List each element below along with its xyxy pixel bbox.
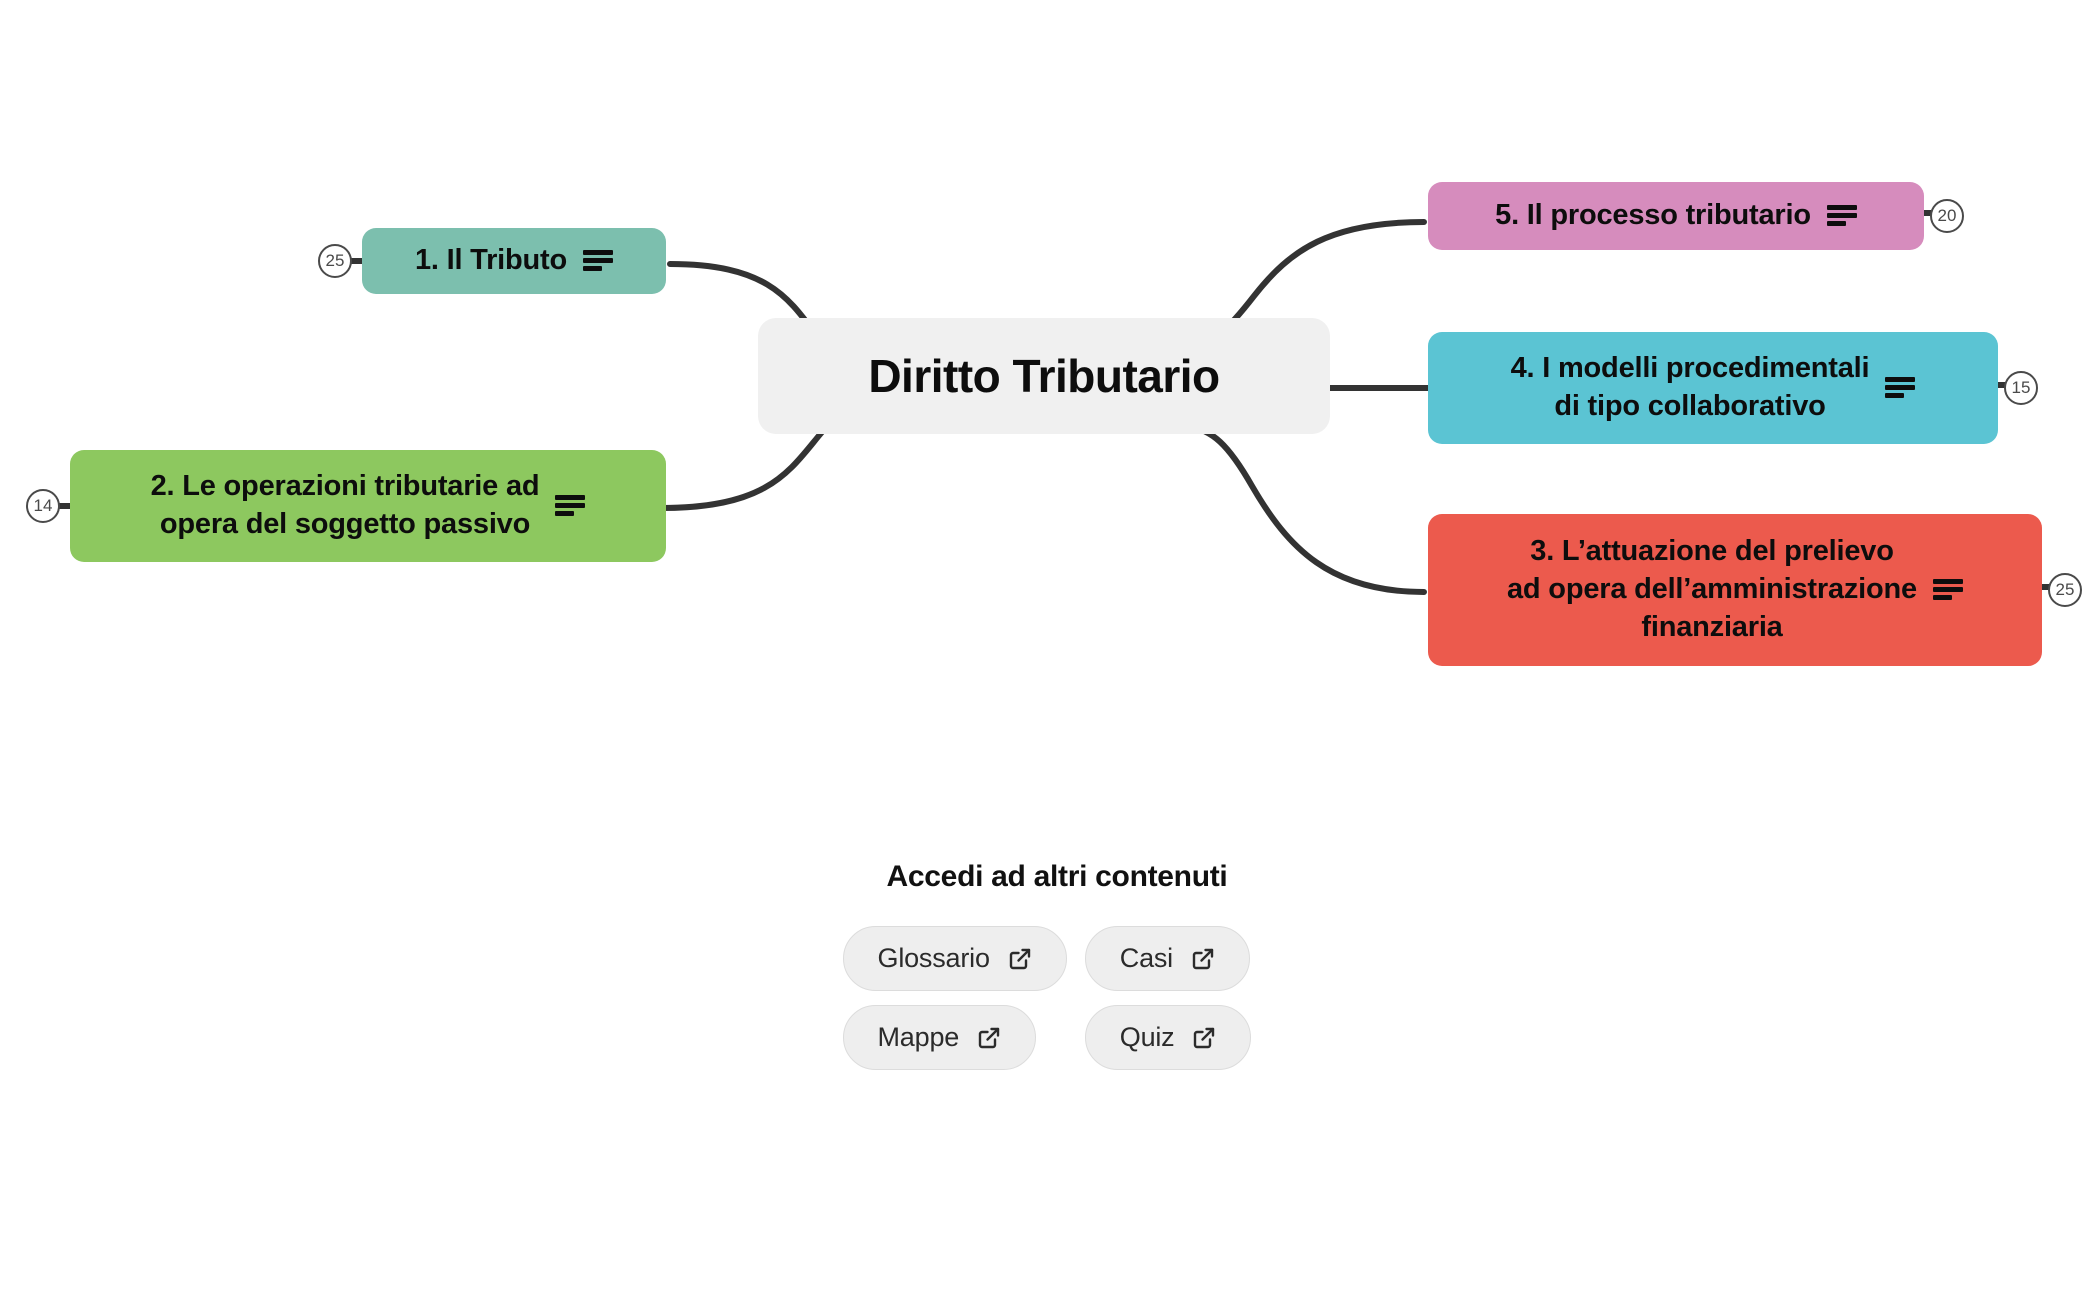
edge-root-to-node-3 [1185,423,1427,595]
extra-content-section: Accedi ad altri contenuti Glossario Casi… [0,860,2094,1070]
external-link-icon [1194,1027,1215,1048]
node-5-count-value: 20 [1937,206,1957,225]
quiz-button-label: Quiz [1119,1022,1175,1052]
node-4-count-value: 15 [2011,378,2031,397]
node-1-count-value: 25 [325,251,345,270]
node-1-count-badge[interactable]: 25 [318,244,352,278]
node-1-list-icon[interactable] [583,250,614,272]
extra-content-button-grid: Glossario Casi Mappe Quiz [842,926,1252,1070]
branch-node-4-modelli-procedimentali[interactable]: 4. I modelli procedimentali di tipo coll… [1428,332,1998,444]
node-5-badge-stub [1918,210,1938,216]
extra-content-title: Accedi ad altri contenuti [886,860,1228,893]
root-node-label: Diritto Tributario [868,349,1220,402]
node-2-count-value: 14 [33,496,53,515]
node-3-label: 3. L’attuazione del prelievo ad opera de… [1507,535,1917,643]
mappe-button[interactable]: Mappe [842,1005,1037,1070]
glossario-button-label: Glossario [877,943,990,973]
node-2-list-icon[interactable] [555,495,586,517]
node-2-label: 2. Le operazioni tributarie ad opera del… [150,470,540,540]
node-3-list-icon[interactable] [1933,579,1963,601]
node-4-count-badge[interactable]: 15 [2004,371,2038,405]
node-4-list-icon[interactable] [1885,377,1916,399]
external-link-icon [978,1027,1000,1048]
node-4-badge-stub [1992,382,2012,388]
casi-button[interactable]: Casi [1084,926,1250,991]
node-3-badge-stub [2036,584,2056,590]
casi-button-label: Casi [1119,943,1173,973]
node-1-label: 1. Il Tributo [414,244,568,277]
branch-node-3-attuazione-prelievo[interactable]: 3. L’attuazione del prelievo ad opera de… [1428,514,2042,666]
node-3-count-badge[interactable]: 25 [2048,573,2082,607]
branch-node-2-operazioni-tributarie[interactable]: 2. Le operazioni tributarie ad opera del… [70,450,666,562]
external-link-icon [1192,948,1214,969]
mappe-button-label: Mappe [877,1022,960,1052]
branch-node-1-il-tributo[interactable]: 1. Il Tributo [362,228,666,294]
node-5-label: 5. Il processo tributario [1495,199,1811,232]
node-2-count-badge[interactable]: 14 [26,489,60,523]
node-4-label: 4. I modelli procedimentali di tipo coll… [1510,352,1870,422]
node-5-count-badge[interactable]: 20 [1930,199,1964,233]
branch-node-5-processo-tributario[interactable]: 5. Il processo tributario [1428,182,1924,250]
root-node-diritto-tributario[interactable]: Diritto Tributario [758,318,1330,434]
node-5-list-icon[interactable] [1826,205,1857,227]
node-3-count-value: 25 [2055,580,2075,599]
external-link-icon [1009,948,1030,969]
quiz-button[interactable]: Quiz [1084,1005,1252,1070]
glossario-button[interactable]: Glossario [842,926,1067,991]
